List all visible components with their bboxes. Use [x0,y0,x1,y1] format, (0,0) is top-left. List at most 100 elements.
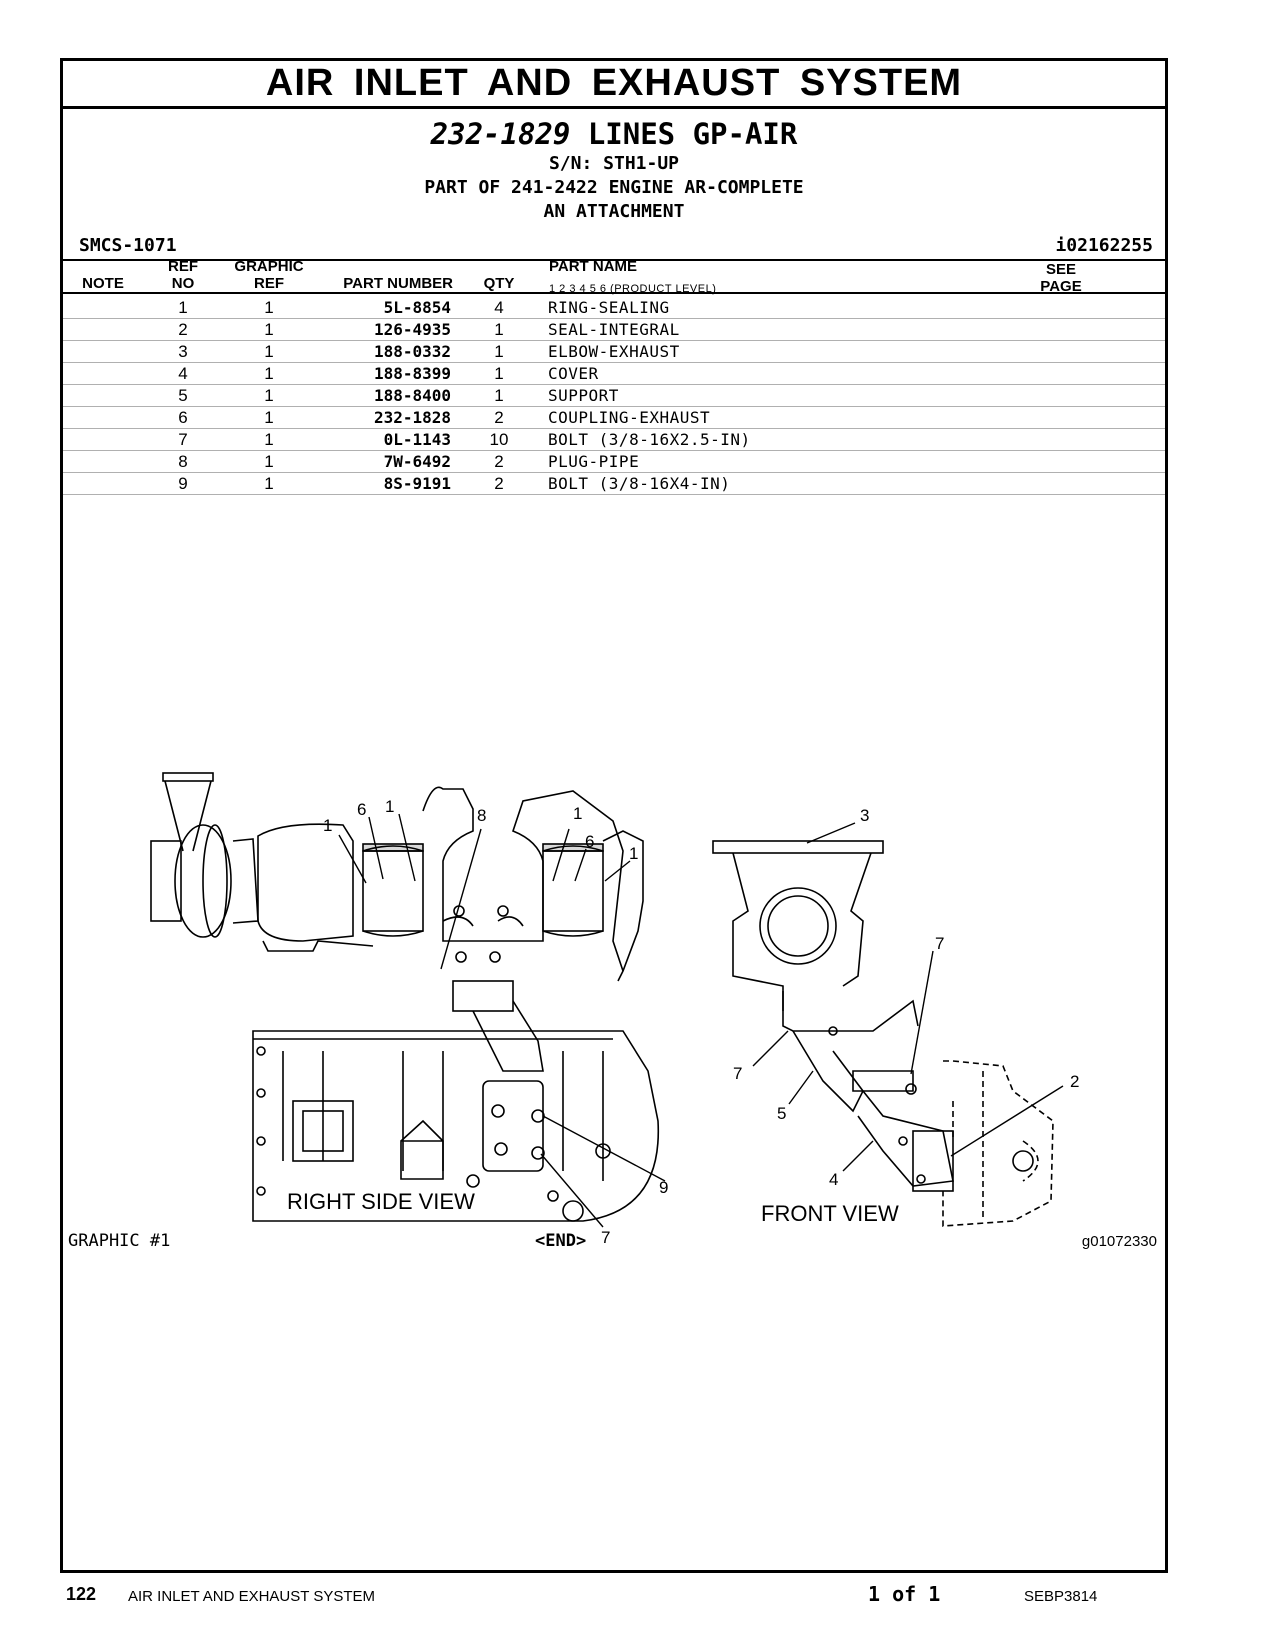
qty-cell: 1 [494,364,504,383]
turbo-inlet [164,780,212,852]
turbo-flange [162,772,214,782]
callout-1b: 1 [385,797,394,816]
part-number-cell: 7W-6492 [383,452,451,471]
graphic-ref-cell: 1 [264,342,274,361]
graphic-reference: g01072330 [1081,1233,1157,1250]
graphic-ref-cell: 1 [264,298,274,317]
header-part-number: PART NUMBER [343,275,453,292]
elbow-port [759,887,837,965]
header-see-page: SEE PAGE [1031,261,1091,295]
part-number-cell: 188-0332 [373,342,451,361]
front-view-drawing [712,840,1054,1227]
engine-silhouette [942,1060,1054,1227]
group-number: 232-1829 [430,117,571,151]
part-name-cell: COVER [548,364,599,383]
document-id: i02162255 [1055,235,1153,256]
ref-no-cell: 3 [178,342,188,361]
graphic-ref-cell: 1 [264,452,274,471]
part-name-cell: PLUG-PIPE [548,452,640,471]
graphic-ref-cell: 1 [264,386,274,405]
ref-no-cell: 8 [178,452,188,471]
front-view-callouts: 3 7 7 5 2 4 [733,806,1079,1189]
qty-cell: 2 [494,474,504,493]
callout-1a: 1 [323,816,332,835]
qty-cell: 10 [489,430,509,449]
part-of-line: PART OF 241-2422 ENGINE AR-COMPLETE [424,177,804,198]
footer-page-of: 1 of 1 [868,1582,941,1606]
header-note: NOTE [82,275,124,292]
callout-7b: 7 [935,934,944,953]
part-number-cell: 188-8399 [373,364,451,383]
graphic-ref-cell: 1 [264,474,274,493]
part-name-cell: SUPPORT [548,386,619,405]
ref-no-cell: 5 [178,386,188,405]
callout-5: 5 [777,1104,786,1123]
support-lower [482,1080,544,1172]
part-name-cell: SEAL-INTEGRAL [548,320,680,339]
part-number-cell: 0L-1143 [383,430,451,449]
callout-6a: 6 [357,800,366,819]
table-top-rule [63,259,1165,261]
header-graphic-line1: GRAPHIC [234,258,304,275]
table-row: 5 1 188-8400 1 SUPPORT [63,384,1165,407]
callout-7c: 7 [733,1064,742,1083]
parts-illustration: 1 6 1 8 1 6 1 9 7 [150,772,1079,1247]
ref-no-cell: 6 [178,408,188,427]
exhaust-manifold [422,786,624,972]
seal-integral [912,1130,954,1192]
callout-4: 4 [829,1170,838,1189]
coupling-left [362,850,424,932]
graphic-ref-cell: 1 [264,430,274,449]
ref-no-cell: 2 [178,320,188,339]
header-graphic-ref: GRAPHIC REF [229,258,309,292]
qty-cell: 1 [494,386,504,405]
qty-cell: 1 [494,342,504,361]
footer-section: AIR INLET AND EXHAUST SYSTEM [128,1588,376,1605]
group-title: 232-1829 LINES GP-AIR [63,117,1165,151]
turbo-outlet [257,823,354,942]
qty-cell: 2 [494,408,504,427]
callout-1d: 1 [629,844,638,863]
part-number-cell: 8S-9191 [383,474,451,493]
block-port [292,1100,354,1162]
ref-no-cell: 4 [178,364,188,383]
engine-block [252,1030,660,1222]
table-header-rule [63,292,1165,294]
callout-1c: 1 [573,804,582,823]
part-number-cell: 5L-8854 [383,298,451,317]
header-ref-no: REF NO [163,258,203,292]
footer-doc-number: SEBP3814 [1024,1588,1098,1605]
part-name-cell: COUPLING-EXHAUST [548,408,711,427]
graphic-number: GRAPHIC #1 [68,1231,171,1251]
front-view-leaders [752,822,1064,1172]
turbo-housing-left [150,840,182,922]
header-qty: QTY [483,275,515,292]
turbo-wheel [174,824,232,938]
part-name-cell: ELBOW-EXHAUST [548,342,680,361]
support-pipe [472,1000,544,1072]
right-side-view-label: RIGHT SIDE VIEW [287,1189,475,1214]
smcs-code: SMCS-1071 [79,235,177,256]
support-top [452,980,514,1012]
ref-no-cell: 7 [178,430,188,449]
part-number-cell: 188-8400 [373,386,451,405]
ref-no-cell: 9 [178,474,188,493]
page-frame: AIR INLET AND EXHAUST SYSTEM 232-1829 LI… [60,58,1168,1573]
part-number-cell: 232-1828 [373,408,451,427]
part-name-cell: RING-SEALING [548,298,670,317]
elbow-flange [712,840,884,854]
qty-cell: 1 [494,320,504,339]
callout-2: 2 [1070,1072,1079,1091]
front-view-label: FRONT VIEW [761,1201,899,1226]
callout-6b: 6 [585,832,594,851]
right-side-view-drawing [150,772,660,1222]
serial-number: S/N: STH1-UP [548,153,680,174]
callout-9: 9 [659,1178,668,1197]
part-name-cell: BOLT (3/8-16X4-IN) [548,474,731,493]
header-see-line1: SEE [1045,261,1076,278]
